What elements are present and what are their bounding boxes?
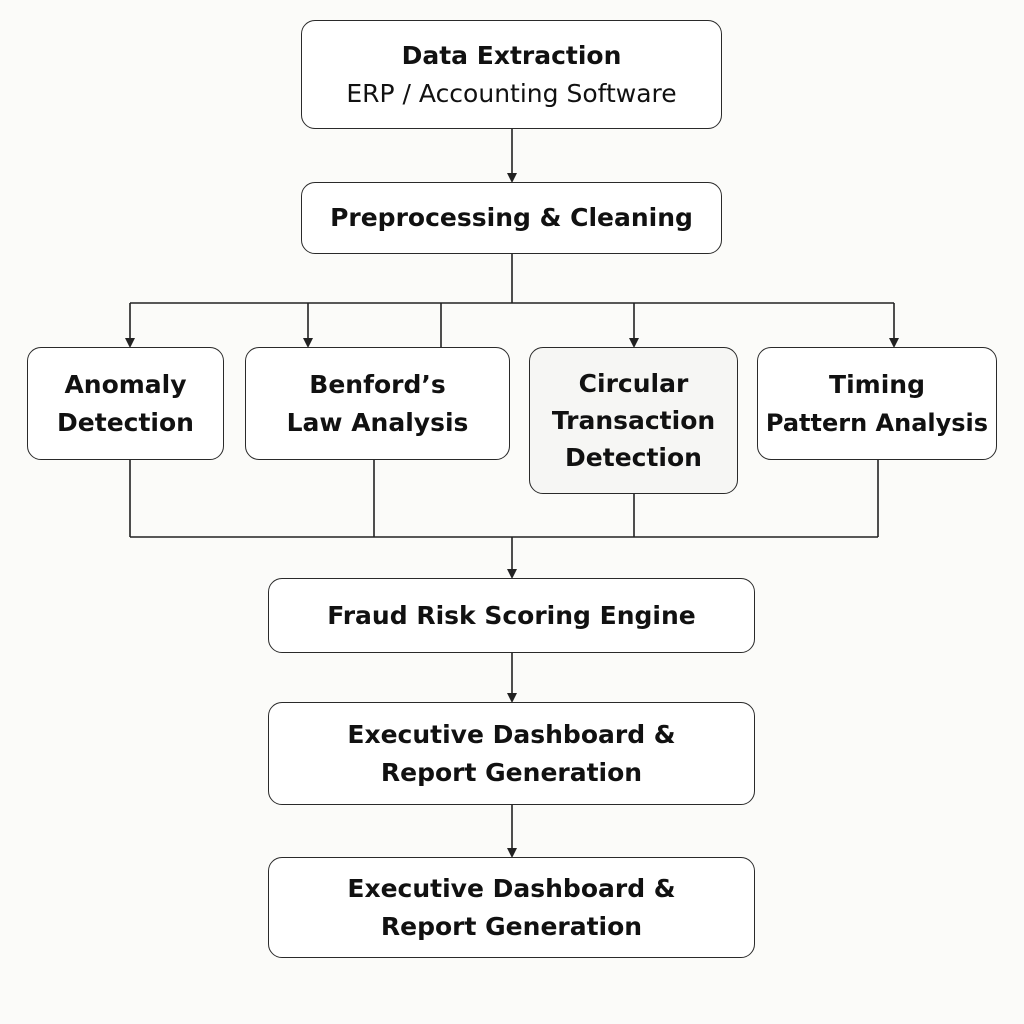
anomaly-line-2: Detection xyxy=(57,407,194,437)
timing-pattern-node: Timing Pattern Analysis xyxy=(757,347,997,460)
fraud-risk-title: Fraud Risk Scoring Engine xyxy=(327,600,696,630)
circular-line-2: Transaction xyxy=(551,406,716,435)
benfords-line-2: Law Analysis xyxy=(286,407,469,437)
anomaly-line-1: Anomaly xyxy=(64,369,187,399)
benfords-law-node: Benford’s Law Analysis xyxy=(245,347,510,460)
preprocessing-title: Preprocessing & Cleaning xyxy=(330,203,693,232)
data-extraction-title: Data Extraction xyxy=(401,40,622,70)
executive-dashboard-node-2: Executive Dashboard & Report Generation xyxy=(268,857,755,958)
data-extraction-node: Data Extraction ERP / Accounting Softwar… xyxy=(301,20,722,129)
circular-line-1: Circular xyxy=(578,369,689,398)
executive-dashboard-2-line-2: Report Generation xyxy=(380,911,643,941)
executive-dashboard-2-line-1: Executive Dashboard & xyxy=(347,873,676,903)
preprocessing-node: Preprocessing & Cleaning xyxy=(301,182,722,254)
benfords-line-1: Benford’s xyxy=(309,369,446,399)
data-extraction-subtitle: ERP / Accounting Software xyxy=(346,78,677,108)
circular-line-3: Detection xyxy=(565,443,702,472)
executive-dashboard-1-line-2: Report Generation xyxy=(380,757,643,787)
fraud-risk-node: Fraud Risk Scoring Engine xyxy=(268,578,755,653)
timing-line-2: Pattern Analysis xyxy=(765,408,989,437)
anomaly-detection-node: Anomaly Detection xyxy=(27,347,224,460)
executive-dashboard-1-line-1: Executive Dashboard & xyxy=(347,719,676,749)
circular-transaction-node: Circular Transaction Detection xyxy=(529,347,738,494)
timing-line-1: Timing xyxy=(829,369,925,399)
executive-dashboard-node-1: Executive Dashboard & Report Generation xyxy=(268,702,755,805)
